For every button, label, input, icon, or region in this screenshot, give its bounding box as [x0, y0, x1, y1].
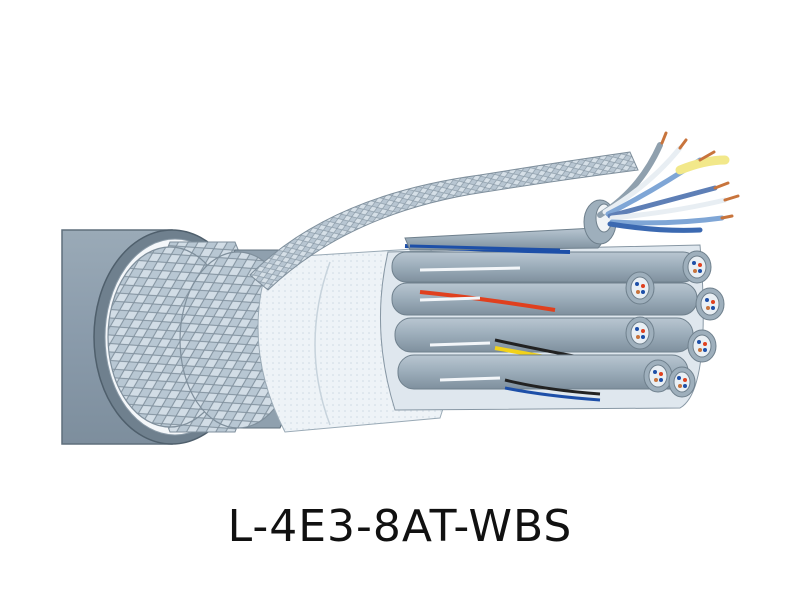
sub-cable-end-2: [625, 271, 655, 305]
sub-cable-end-5: [687, 329, 717, 363]
sub-cable-end-4: [625, 316, 655, 350]
conductor-bundle: [380, 244, 704, 411]
sub-cable-ends: [625, 250, 725, 398]
sub-cable-end-1: [682, 250, 712, 284]
sub-cable-end-6: [643, 359, 673, 393]
sub-cable-end-3: [695, 287, 725, 321]
sub-cable-end-7: [668, 366, 696, 398]
fan-out-wires: [597, 131, 740, 233]
product-model-label: L-4E3-8AT-WBS: [227, 501, 573, 552]
